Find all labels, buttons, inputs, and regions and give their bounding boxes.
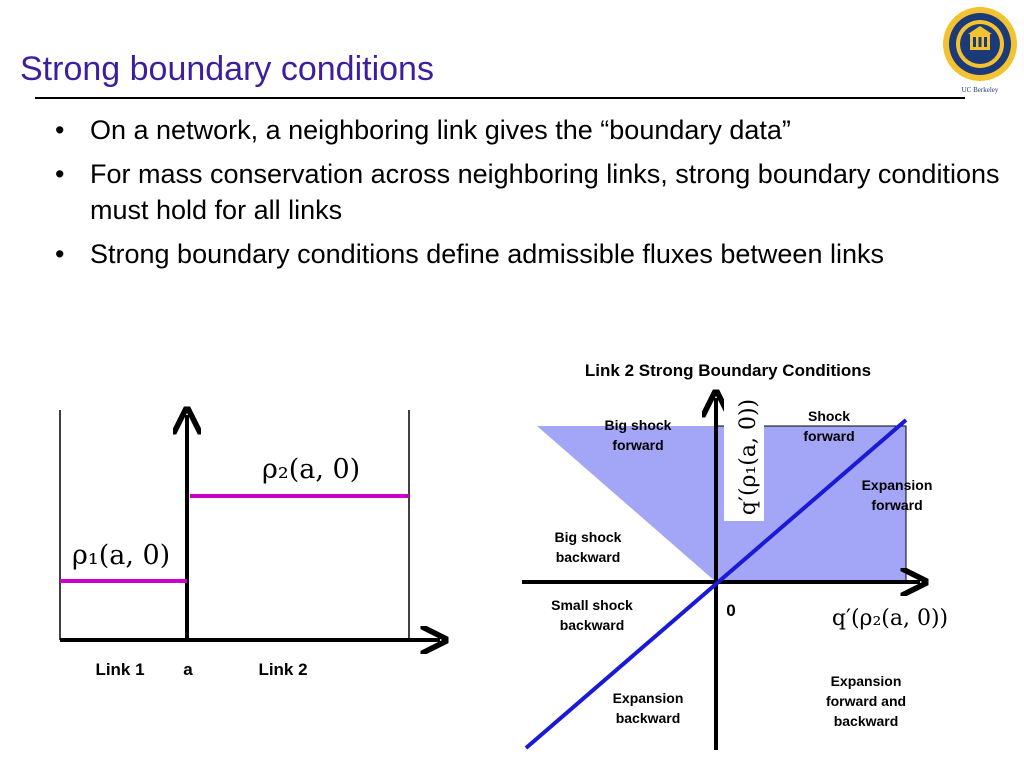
origin-label: 0	[726, 601, 735, 620]
big-shock-forward-region	[537, 426, 716, 582]
rho2-label: ρ₂(a, 0)	[262, 454, 360, 485]
bullet-list: • On a network, a neighboring link gives…	[50, 112, 1000, 280]
link-boundary-diagram: ρ₁(a, 0) ρ₂(a, 0) Link 1 a Link 2	[59, 410, 440, 679]
bullet-text: Strong boundary conditions define admiss…	[90, 239, 884, 269]
diagram-title: Link 2 Strong Boundary Conditions	[585, 361, 871, 380]
link2-label: Link 2	[258, 660, 307, 679]
x-axis-label: q′(ρ₂(a, 0))	[832, 606, 948, 631]
y-axis-label-box	[724, 393, 764, 521]
a-label: a	[183, 660, 193, 679]
bullet-text: On a network, a neighboring link gives t…	[90, 115, 791, 145]
link1-label: Link 1	[95, 660, 144, 679]
bullet-item: • Strong boundary conditions define admi…	[50, 236, 1000, 272]
slide-title: Strong boundary conditions	[20, 50, 434, 88]
bullet-marker: •	[55, 115, 65, 145]
diagonal-line	[524, 418, 908, 750]
bullet-text: For mass conservation across neighboring…	[90, 159, 1000, 225]
bullet-item: • For mass conservation across neighbori…	[50, 156, 1000, 228]
y-axis-label: q′(ρ₁(a, 0))	[736, 399, 761, 515]
uc-berkeley-seal-logo: UC Berkeley	[943, 7, 1017, 94]
title-underline	[35, 97, 965, 99]
bullet-marker: •	[55, 239, 65, 269]
rho1-label: ρ₁(a, 0)	[72, 540, 170, 571]
logo-caption: UC Berkeley	[962, 86, 999, 94]
bullet-marker: •	[55, 159, 65, 189]
strong-boundary-conditions-diagram: Link 2 Strong Boundary Conditions q′(ρ₁(…	[522, 361, 948, 750]
bullet-item: • On a network, a neighboring link gives…	[50, 112, 1000, 148]
